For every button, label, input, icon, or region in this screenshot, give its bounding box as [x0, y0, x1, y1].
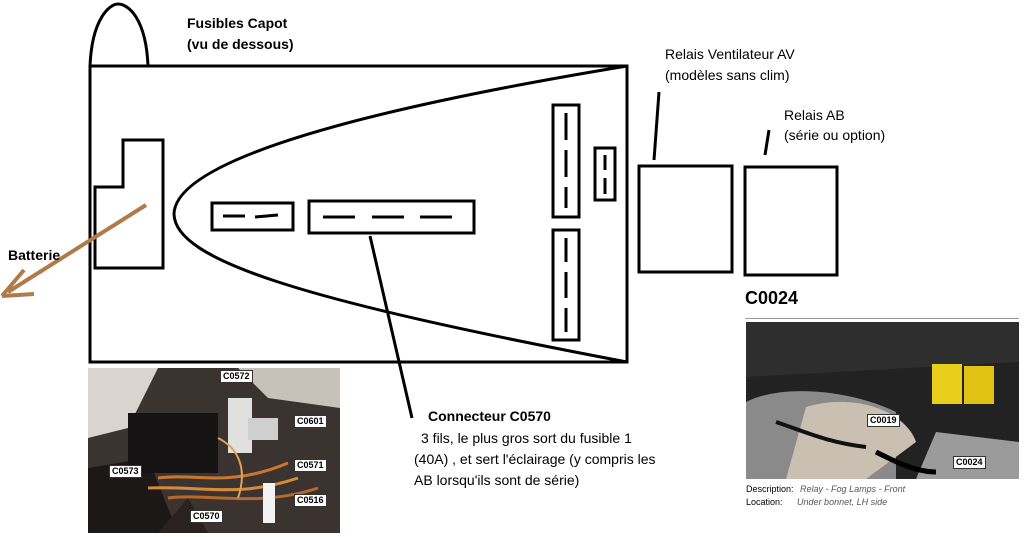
- fuse-box-title: Fusibles Capot: [187, 15, 288, 31]
- fog-relay-subtitle: (série ou option): [784, 127, 886, 143]
- wiring-photo-art: [88, 368, 340, 533]
- description-value: Relay - Fog Lamps - Front: [800, 484, 906, 494]
- fuse-strip-2: [593, 146, 617, 202]
- connector-c0570-shape: [307, 199, 476, 235]
- relay-location: Location: Under bonnet, LH side: [746, 496, 887, 508]
- location-value: Under bonnet, LH side: [797, 497, 888, 507]
- tag-c0570: C0570: [190, 510, 223, 523]
- battery-arrow: [0, 203, 148, 298]
- tag-c0516: C0516: [294, 494, 327, 507]
- fog-relay-shape: [743, 165, 839, 277]
- fuse-box-outline: [88, 64, 629, 364]
- connector-desc-line-2: (40A) , et sert l'éclairage (y compris l…: [414, 451, 656, 467]
- fog-relay-pointer: [763, 129, 771, 156]
- tag-c0019: C0019: [867, 414, 900, 427]
- connector-desc-line-1: 3 fils, le plus gros sort du fusible 1: [421, 430, 632, 446]
- fan-relay-subtitle: (modèles sans clim): [665, 67, 790, 83]
- tag-c0571: C0571: [294, 459, 327, 472]
- fog-relay-title: Relais AB: [784, 107, 845, 123]
- fuse-box-dome: [88, 2, 150, 67]
- small-connector: [210, 201, 295, 232]
- relay-photo: C0019 C0024: [746, 322, 1019, 479]
- relay-description: Description: Relay - Fog Lamps - Front: [746, 483, 905, 495]
- fuse-box-subtitle: (vu de dessous): [187, 36, 294, 52]
- left-block: [93, 138, 165, 270]
- c0024-rule: [745, 318, 1019, 319]
- location-label: Location:: [746, 497, 783, 507]
- connector-pointer: [368, 235, 414, 419]
- connector-desc-line-3: AB lorsqu'ils sont de série): [414, 472, 580, 488]
- fan-relay-title: Relais Ventilateur AV: [665, 46, 795, 62]
- fuse-strip-3: [551, 228, 581, 342]
- c0024-heading: C0024: [745, 288, 799, 308]
- wiring-photo: C0572 C0601 C0573 C0571 C0570 C0516: [88, 368, 340, 533]
- fuse-strip-1: [551, 103, 581, 219]
- connector-title: Connecteur C0570: [428, 408, 551, 424]
- tag-c0024: C0024: [953, 456, 986, 469]
- fan-relay-shape: [637, 164, 734, 274]
- tag-c0573: C0573: [109, 465, 142, 478]
- tag-c0601: C0601: [294, 415, 327, 428]
- description-label: Description:: [746, 484, 794, 494]
- tag-c0572: C0572: [220, 370, 253, 383]
- battery-label: Batterie: [8, 247, 61, 263]
- fan-relay-pointer: [652, 91, 661, 161]
- fuse-box-parabola: [172, 64, 628, 364]
